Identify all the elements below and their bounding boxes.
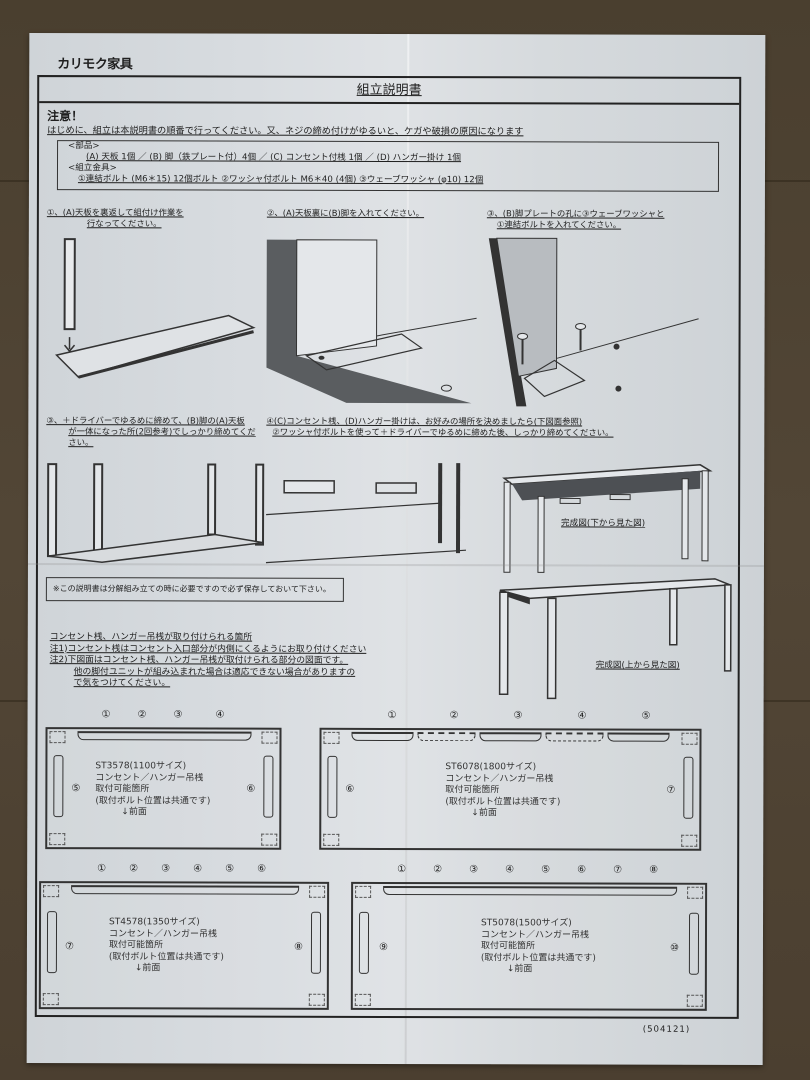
parts-list-box: <部品> (A) 天板 1個 ／ (B) 脚（鉄プレート付）4個 ／ (C) コ… [56, 140, 720, 192]
document-number: (504121) [642, 1024, 691, 1035]
hardware-list: ①連結ボルト (M6＊15) 12個ボルト ②ワッシャ付ボルト M6＊40 (4… [77, 174, 484, 186]
step-5-caption: ④(C)コンセント桟、(D)ハンガー掛けは、お好みの場所を決めましたら(下図面参… [266, 415, 614, 438]
completed-top-view-illustration [498, 578, 732, 700]
diagram-st5078: ⑨ ⑩ ST5078(1500サイズ) コンセント／ハンガー吊桟 取付可能箇所 … [350, 881, 708, 1011]
step-5-illustration [265, 463, 467, 564]
step-1-illustration [55, 238, 256, 379]
parts-list: (A) 天板 1個 ／ (B) 脚（鉄プレート付）4個 ／ (C) コンセント付… [86, 152, 462, 164]
diagram-st3578: ⑤ ⑥ ST3578(1100サイズ) コンセント／ハンガー吊桟 取付可能箇所 … [45, 727, 282, 850]
completed-top-view-caption: 完成図(上から見た図) [595, 660, 680, 671]
step-2-caption: ②、(A)天板裏に(B)脚を入れてください。 [266, 207, 425, 219]
step-4-illustration [46, 463, 265, 563]
diagram-3-label: ST4578(1350サイズ) コンセント／ハンガー吊桟 取付可能箇所 (取付ボ… [108, 917, 224, 974]
mount-note-2: 注2)下図面はコンセント桟、ハンガー吊桟が取付けられる部分の図面です。 [49, 655, 349, 666]
step-4-caption: ③、＋ドライバーでゆるめに締めて、(B)脚の(A)天板 が一体になった所(2回参… [46, 415, 256, 448]
keep-instructions-note: ※この説明書は分解組み立ての時に必要ですので必ず保存しておいて下さい。 [45, 577, 344, 602]
diagram-st6078: ⑥ ⑦ ST6078(1800サイズ) コンセント／ハンガー吊桟 取付可能箇所 … [319, 727, 702, 851]
instruction-frame: 組立説明書 注意！ はじめに、組立は本説明書の順番で行ってください。又、ネジの締… [34, 75, 742, 1019]
completed-bottom-view-illustration [502, 464, 713, 573]
title-band: 組立説明書 [39, 77, 740, 105]
mount-section-title: コンセント桟、ハンガー吊桟が取り付けられる箇所 [49, 632, 253, 643]
diagram-2-label: ST6078(1800サイズ) コンセント／ハンガー吊桟 取付可能箇所 (取付ボ… [445, 762, 561, 819]
step-2-illustration [266, 239, 477, 404]
document-title: 組立説明書 [356, 82, 422, 99]
mount-section: コンセント桟、ハンガー吊桟が取り付けられる箇所 注1)コンセント桟はコンセント入… [49, 632, 367, 689]
diagram-4-label: ST5078(1500サイズ) コンセント／ハンガー吊桟 取付可能箇所 (取付ボ… [480, 918, 596, 975]
caution-text: はじめに、組立は本説明書の順番で行ってください。又、ネジの締め付けがゆるいと、ケ… [47, 125, 524, 138]
instruction-sheet: カリモク家具 組立説明書 注意！ はじめに、組立は本説明書の順番で行ってください… [26, 33, 766, 1065]
diagram-st4578: ⑦ ⑧ ST4578(1350サイズ) コンセント／ハンガー吊桟 取付可能箇所 … [38, 881, 330, 1010]
brand-logo: カリモク家具 [57, 57, 133, 73]
step-3-illustration [488, 237, 699, 407]
step-1-caption: ①、(A)天板を裏返して組付け作業を 行なってください。 [46, 207, 184, 229]
diagram-1-label: ST3578(1100サイズ) コンセント／ハンガー吊桟 取付可能箇所 (取付ボ… [95, 761, 211, 818]
completed-bottom-view-caption: 完成図(下から見た図) [561, 518, 646, 529]
mount-note-1: 注1)コンセント桟はコンセント入口部分が内側にくるようにお取り付けください [49, 643, 367, 655]
